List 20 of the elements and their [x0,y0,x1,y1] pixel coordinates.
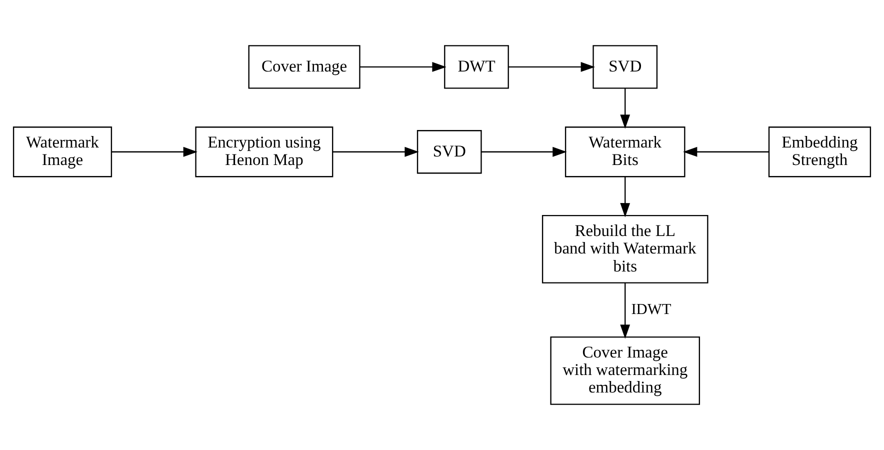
node-box: Watermark Image [12,126,112,178]
arrow [620,177,630,218]
arrow [683,146,769,157]
node-box: Cover Image [248,45,360,89]
arrow [360,62,446,72]
arrow [620,88,630,129]
arrow [481,146,567,157]
node-box: Cover Image with watermarking embedding [550,336,700,405]
edge-label: IDWT [631,300,672,318]
arrow [508,62,595,72]
node-box: SVD [592,45,658,89]
arrow [332,146,419,157]
node-box: DWT [444,45,509,89]
node-box: Watermark Bits [564,126,686,178]
arrow [112,146,198,157]
node-box: Embedding Strength [768,126,872,178]
node-box: SVD [416,130,482,174]
arrow [620,282,630,339]
node-box: Encryption using Henon Map [195,126,334,178]
node-box: Rebuild the LL band with Watermark bits [542,214,708,284]
